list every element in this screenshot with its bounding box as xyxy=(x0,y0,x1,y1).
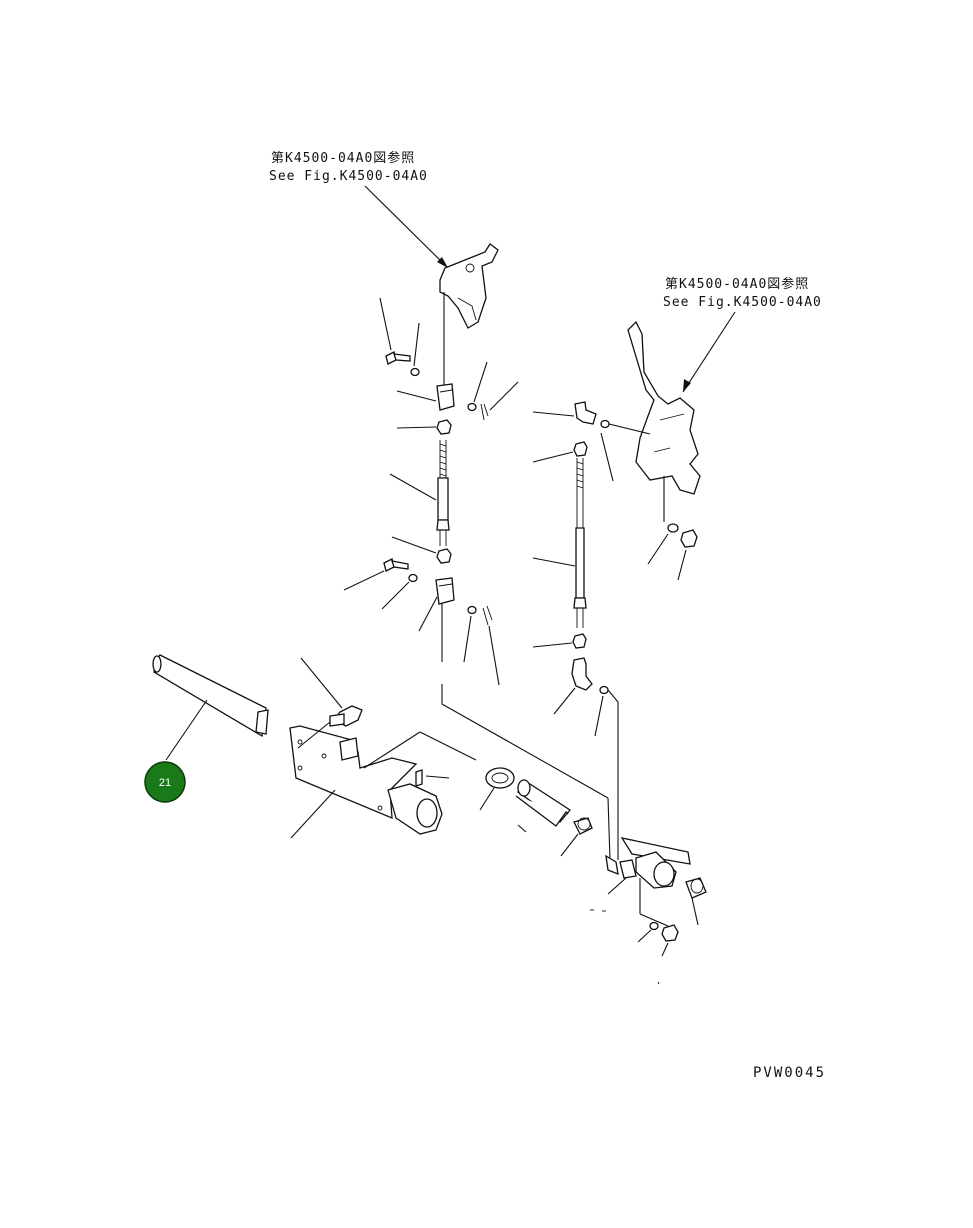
lower-yoke xyxy=(418,577,455,662)
bracket-link-lines xyxy=(363,684,611,861)
upper-cotter-washer xyxy=(467,361,488,412)
reference-arrowhead xyxy=(683,379,691,392)
callout-label[interactable]: 21 xyxy=(159,777,171,789)
upper-locknut xyxy=(396,419,452,435)
right-washer-lower xyxy=(594,685,619,860)
upper-pin-bolt xyxy=(379,297,411,365)
lower-cotter-washer xyxy=(463,605,477,663)
right-rod xyxy=(532,458,587,628)
lower-bushing xyxy=(685,877,707,926)
upper-lever-part xyxy=(439,243,499,388)
lower-nut-right xyxy=(657,924,679,985)
right-nut-upper xyxy=(532,441,588,463)
callout-21[interactable]: 21 xyxy=(144,761,186,803)
reference-arrow-line xyxy=(682,311,736,393)
reference-arrow-line xyxy=(364,185,449,269)
upper-yoke xyxy=(396,383,455,411)
right-nut-lower xyxy=(532,633,587,649)
collar-ring xyxy=(479,767,515,811)
upper-washer xyxy=(410,322,420,377)
lever-tube xyxy=(152,654,269,761)
lower-cotter-pin xyxy=(482,605,500,686)
lower-washer-right xyxy=(637,921,659,943)
lower-washer xyxy=(381,573,418,610)
reference-top-right: 第K4500-04A0図参照 See Fig.K4500-04A0 xyxy=(663,276,822,393)
reference-top-right-line2: See Fig.K4500-04A0 xyxy=(663,295,822,310)
lower-pin-bolt xyxy=(343,558,409,591)
callout-badge[interactable] xyxy=(144,761,186,803)
right-lever-part xyxy=(627,320,701,522)
upper-cotter-pin xyxy=(480,381,519,421)
reference-top-right-line1: 第K4500-04A0図参照 xyxy=(665,276,809,292)
bushing-small xyxy=(560,817,593,857)
lever-bracket xyxy=(289,725,443,839)
figure-code: PVW0045 xyxy=(753,1065,826,1081)
left-rod xyxy=(389,440,450,546)
right-washer-small xyxy=(600,419,651,482)
right-washer-mid xyxy=(647,523,679,565)
right-ball-joint-lower xyxy=(553,657,593,715)
lower-locknut xyxy=(391,536,452,564)
bushing-large xyxy=(515,779,571,833)
right-nut-mid xyxy=(677,529,698,581)
right-ball-joint-upper xyxy=(532,401,597,425)
bracket-pin xyxy=(415,769,450,787)
reference-top-left-line2: See Fig.K4500-04A0 xyxy=(269,169,428,184)
lower-link-arm xyxy=(590,837,691,927)
reference-top-left: 第K4500-04A0図参照 See Fig.K4500-04A0 xyxy=(269,150,449,269)
bracket-bolt xyxy=(297,657,363,749)
reference-top-left-line1: 第K4500-04A0図参照 xyxy=(271,150,415,166)
reference-arrowhead xyxy=(437,257,448,268)
